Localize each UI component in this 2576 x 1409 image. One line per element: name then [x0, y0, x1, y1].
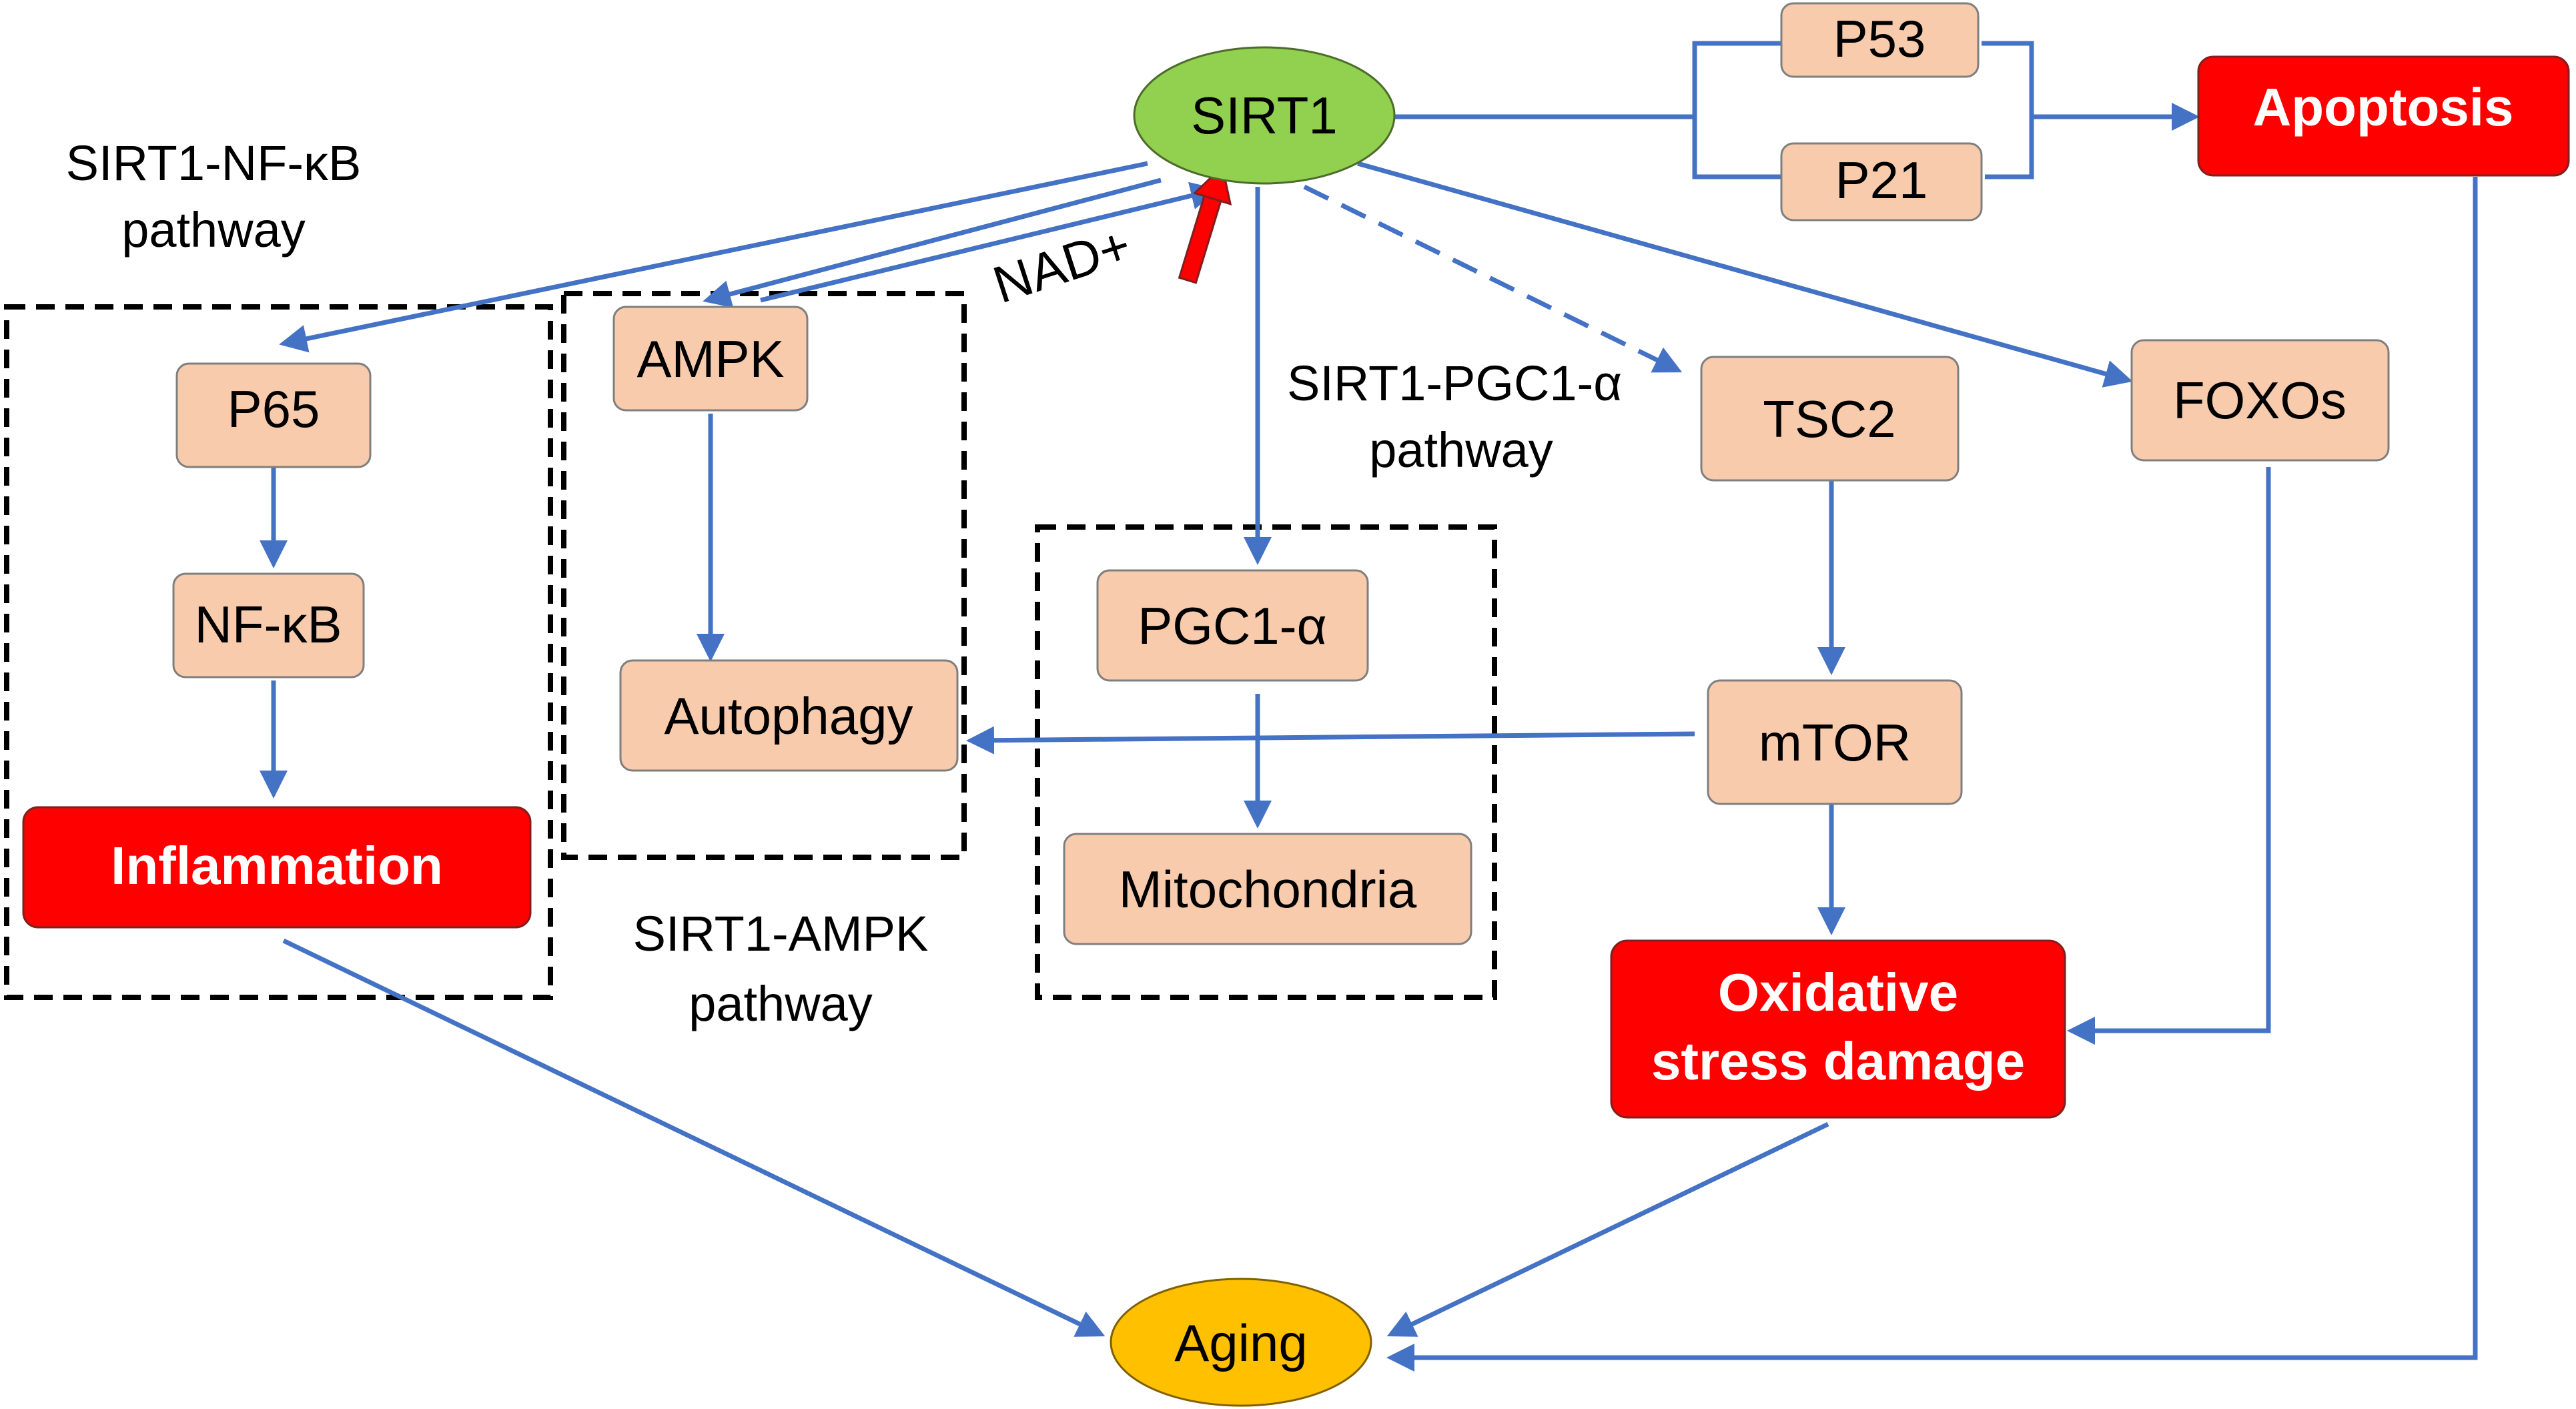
- pgc1a-label: PGC1-α: [1138, 596, 1326, 655]
- nfkb-pathway-caption-line1: SIRT1-NF-κB: [66, 135, 362, 191]
- autophagy-label: Autophagy: [665, 686, 913, 745]
- p53-node: P53: [1780, 2, 1980, 78]
- edge-ampk-sirt1: [760, 181, 1219, 303]
- p21-node: P21: [1780, 142, 1983, 221]
- edge-oxidative-aging: [1386, 1121, 1829, 1337]
- tsc2-node: TSC2: [1700, 356, 1960, 482]
- edge-sirt1-tsc2: [1303, 184, 1683, 373]
- inflammation-node: Inflammation: [22, 806, 532, 929]
- p21-label: P21: [1835, 151, 1928, 209]
- apoptosis-node: Apoptosis: [2197, 55, 2570, 177]
- pgc1a-node: PGC1-α: [1096, 569, 1369, 682]
- mitochondria-node: Mitochondria: [1063, 833, 1472, 945]
- sirt1-label: SIRT1: [1191, 86, 1338, 145]
- edge-bracket-p53: [1692, 41, 1781, 179]
- edge-foxos-oxidative: [2067, 467, 2271, 1045]
- edge-p53-p21-right: [1982, 41, 2034, 179]
- foxos-node: FOXOs: [2130, 339, 2390, 462]
- edge-sirt1-ampk: [703, 177, 1162, 308]
- edge-mtor-autophagy: [966, 726, 1695, 755]
- mitochondria-label: Mitochondria: [1119, 860, 1417, 919]
- autophagy-node: Autophagy: [619, 659, 959, 772]
- nfkb-pathway-group: [4, 304, 553, 1000]
- ampk-pathway-caption-line2: pathway: [689, 976, 873, 1031]
- edge-sirt1-foxos: [1357, 161, 2133, 388]
- p53-label: P53: [1833, 9, 1926, 68]
- aging-label: Aging: [1174, 1314, 1308, 1372]
- edge-sirt1-p65: [279, 161, 1148, 353]
- nad-label: NAD+: [986, 215, 1138, 315]
- pgc1a-pathway-group: [1035, 524, 1497, 1000]
- ampk-label: AMPK: [636, 330, 784, 388]
- nfkb-pathway-caption-line2: pathway: [121, 202, 306, 258]
- ampk-pathway-caption-line1: SIRT1-AMPK: [633, 906, 929, 961]
- ampk-node: AMPK: [612, 306, 809, 412]
- pgc1a-pathway-caption-line2: pathway: [1369, 422, 1553, 478]
- inflammation-label: Inflammation: [111, 836, 443, 895]
- edge-apoptosis-aging: [1386, 177, 2478, 1372]
- mtor-node: mTOR: [1707, 679, 1963, 805]
- sirt1-node: SIRT1: [1133, 46, 1396, 185]
- nfkb-label: NF-κB: [195, 595, 342, 654]
- edge-inflammation-aging: [282, 938, 1106, 1337]
- mtor-label: mTOR: [1759, 713, 1911, 772]
- oxidative-label-line1: Oxidative: [1718, 963, 1958, 1022]
- p65-label: P65: [228, 380, 320, 438]
- apoptosis-label: Apoptosis: [2252, 77, 2513, 137]
- nfkb-node: NF-κB: [172, 572, 365, 678]
- foxos-label: FOXOs: [2173, 371, 2346, 430]
- aging-node: Aging: [1110, 1278, 1372, 1407]
- oxidative-label-line2: stress damage: [1651, 1031, 2025, 1091]
- oxidative-stress-node: Oxidative stress damage: [1610, 939, 2066, 1119]
- tsc2-label: TSC2: [1763, 390, 1895, 448]
- edges: [260, 41, 2478, 1372]
- pgc1a-pathway-caption-line1: SIRT1-PGC1-α: [1287, 356, 1622, 411]
- ampk-pathway-group: [561, 291, 967, 860]
- p65-node: P65: [175, 362, 372, 468]
